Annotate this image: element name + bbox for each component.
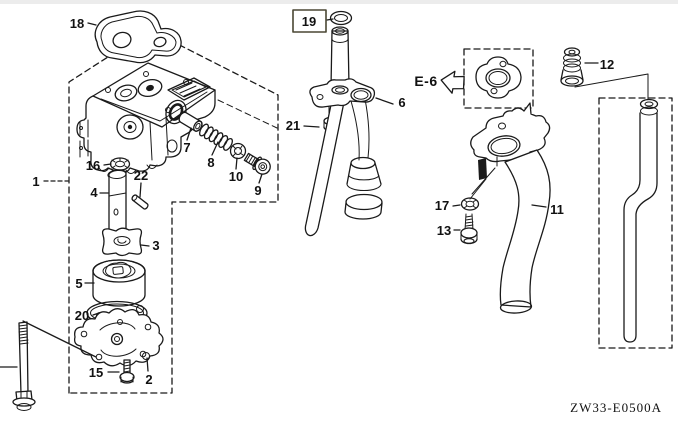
part-19-oring-drawing xyxy=(329,10,353,26)
part-5-outer-rotor-drawing xyxy=(92,259,146,307)
callout-2[interactable]: 2 xyxy=(145,372,152,387)
part-15-bolt-drawing xyxy=(119,359,135,384)
callout-1[interactable]: 1 xyxy=(32,174,39,189)
part-22-pin-drawing xyxy=(131,194,149,210)
callout-12[interactable]: 12 xyxy=(600,57,614,72)
long-bolt-drawing xyxy=(0,320,97,411)
tube-dashed-box xyxy=(598,97,673,349)
part-3-inner-rotor-drawing xyxy=(101,227,143,257)
pump-body-drawing xyxy=(76,62,216,174)
callout-7[interactable]: 7 xyxy=(183,140,190,155)
part-6-strainer-drawing xyxy=(304,26,383,237)
callout-9[interactable]: 9 xyxy=(254,183,261,198)
callout-18[interactable]: 18 xyxy=(70,16,84,31)
callout-10[interactable]: 10 xyxy=(229,169,243,184)
callout-22[interactable]: 22 xyxy=(134,168,148,183)
callout-17[interactable]: 17 xyxy=(435,198,449,213)
part-11-pipe-drawing xyxy=(469,102,551,314)
section-ref-e6[interactable]: E-6 xyxy=(414,73,437,89)
part-17-washer-drawing xyxy=(460,197,480,211)
callout-5[interactable]: 5 xyxy=(75,276,82,291)
callout-15[interactable]: 15 xyxy=(89,365,103,380)
leader-lines xyxy=(43,18,599,373)
section-ref-arrow-icon xyxy=(440,70,465,94)
part-13-bolt-drawing xyxy=(460,213,478,245)
page-top-edge xyxy=(0,0,678,4)
guide-tube-drawing xyxy=(623,98,659,343)
callout-labels: 18 1 16 4 22 7 8 10 9 3 5 20 15 2 19 21 … xyxy=(32,9,614,387)
callout-19[interactable]: 19 xyxy=(302,14,316,29)
part-18-gasket-drawing xyxy=(94,10,182,64)
part-8-spring-drawing xyxy=(199,123,233,151)
drawing-code: ZW33-E0500A xyxy=(570,400,662,415)
callout-16[interactable]: 16 xyxy=(86,158,100,173)
callout-13[interactable]: 13 xyxy=(437,223,451,238)
assembly-1-dashed-box xyxy=(68,29,279,394)
callout-21[interactable]: 21 xyxy=(286,118,300,133)
part-9-bolt-drawing xyxy=(243,152,271,175)
highlighted-callout-box xyxy=(292,9,327,33)
part-2-pump-cover-drawing xyxy=(73,308,164,367)
callout-8[interactable]: 8 xyxy=(207,155,214,170)
part-4-shaft-drawing xyxy=(107,169,127,234)
part-12-grommet-drawing xyxy=(560,47,649,101)
callout-6[interactable]: 6 xyxy=(398,95,405,110)
part-10-washer-drawing xyxy=(229,142,247,160)
callout-3[interactable]: 3 xyxy=(152,238,159,253)
e6-gasket-drawing xyxy=(475,56,522,99)
callout-11[interactable]: 11 xyxy=(550,202,564,217)
callout-4[interactable]: 4 xyxy=(90,185,98,200)
callout-20[interactable]: 20 xyxy=(75,308,89,323)
